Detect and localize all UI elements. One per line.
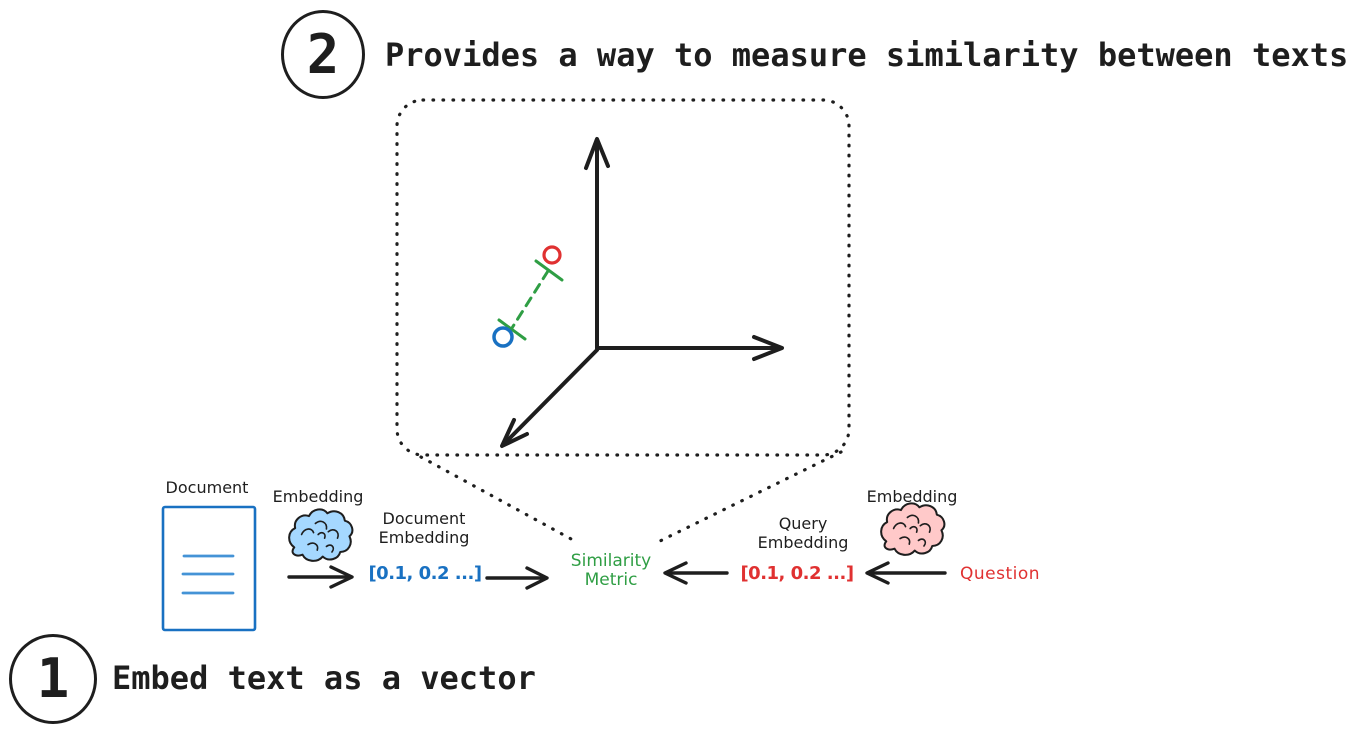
document-embedding-label: Document Embedding [378,509,470,547]
query-embedding-label: Query Embedding [757,514,849,552]
arrow-vector-to-similarity-head [525,566,549,590]
z-axis [501,348,599,447]
z-axis-arrowhead [500,418,529,448]
document-label: Document [165,478,249,497]
document-page [161,505,257,632]
zoom-bubble-tail-left [419,455,575,542]
distance-end-tick-top [534,259,564,282]
distance-dashed-line [510,269,550,330]
arrow-question-to-embedding-head [865,561,890,585]
brain-icon-pink [880,502,946,556]
step-2-badge: 2 [281,10,365,99]
embedding-right-label: Embedding [866,487,958,506]
question-label: Question [959,564,1041,584]
distance-end-tick-bottom [497,318,527,341]
flow-arrows [287,561,947,590]
y-axis-arrowhead [584,137,610,170]
zoom-bubble [395,98,851,544]
vector-space-axes-icon [500,137,784,448]
distance-measure [492,245,564,348]
query-vector-value: [0.1, 0.2 ...] [740,563,854,584]
document-point [492,326,514,348]
document-vector-value: [0.1, 0.2 ...] [368,563,482,584]
step-1-badge: 1 [9,634,97,724]
embedding-left-label: Embedding [272,487,364,506]
arrow-document-to-embedding-head [329,565,354,589]
brain-icon-blue [288,508,354,562]
step-1-number: 1 [36,647,70,710]
similarity-metric-label: Similarity Metric [570,551,652,590]
arrow-query-vector-to-similarity-head [663,561,688,585]
step-1-caption: Embed text as a vector [112,659,536,697]
query-point [542,245,562,265]
step-2-caption: Provides a way to measure similarity bet… [385,36,1349,74]
document-icon [161,505,257,632]
x-axis-arrowhead [752,335,784,361]
zoom-bubble-border [395,98,851,457]
step-2-number: 2 [306,22,340,86]
zoom-bubble-tail-right [656,450,843,544]
